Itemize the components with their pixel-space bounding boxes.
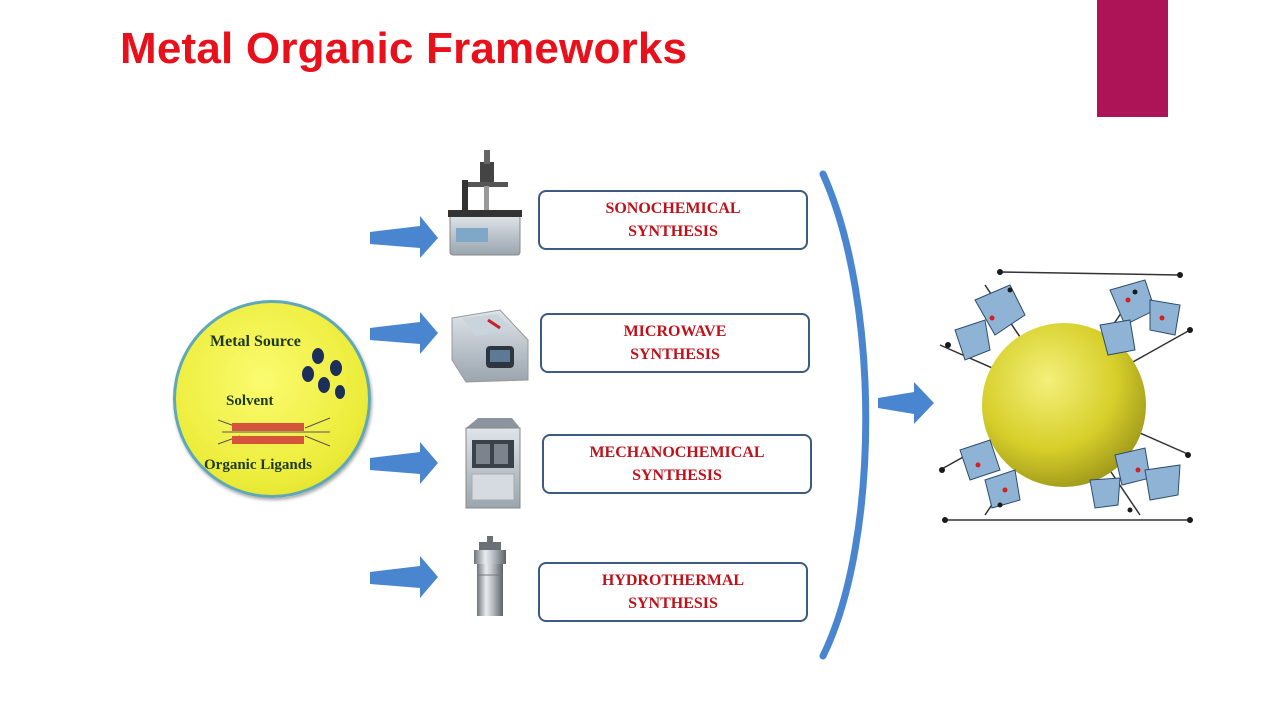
method-label-line1: MECHANOCHEMICAL <box>589 444 765 461</box>
solvent-label: Solvent <box>226 393 274 409</box>
mof-structure-icon <box>939 269 1193 523</box>
method-label-line2: SYNTHESIS <box>630 346 720 363</box>
microwave-reactor-icon <box>451 309 529 383</box>
arrow-to-hydrothermal <box>370 556 438 598</box>
method-label-line1: MICROWAVE <box>623 323 727 340</box>
method-label-line2: SYNTHESIS <box>628 595 718 612</box>
accent-bar <box>1097 0 1168 117</box>
page-title: Metal Organic Frameworks <box>120 24 688 73</box>
source-circle: Metal Source Solvent Organic Ligands <box>173 300 371 498</box>
method-box-mechanochemical: MECHANOCHEMICAL SYNTHESIS <box>542 434 812 494</box>
arrow-to-sonochemical <box>370 216 438 258</box>
method-label-line1: HYDROTHERMAL <box>601 572 745 589</box>
method-box-hydrothermal: HYDROTHERMAL SYNTHESIS <box>538 562 808 622</box>
method-label-line1: SONOCHEMICAL <box>605 200 741 217</box>
autoclave-icon <box>474 536 506 616</box>
metal-source-label: Metal Source <box>210 333 301 350</box>
bracket-curve <box>819 170 870 660</box>
arrow-to-product <box>878 382 934 424</box>
ligand-drawing <box>217 417 331 447</box>
ball-mill-icon <box>465 418 521 509</box>
method-box-microwave: MICROWAVE SYNTHESIS <box>540 313 810 373</box>
method-box-sonochemical: SONOCHEMICAL SYNTHESIS <box>538 190 808 250</box>
sonicator-icon <box>448 150 522 256</box>
metal-ion-dots <box>302 348 345 399</box>
method-label-line2: SYNTHESIS <box>628 223 718 240</box>
method-label-line2: SYNTHESIS <box>632 467 722 484</box>
input-arrows <box>370 216 438 598</box>
arrow-to-mechanochemical <box>370 442 438 484</box>
organic-ligands-label: Organic Ligands <box>204 457 312 473</box>
arrow-to-microwave <box>370 312 438 354</box>
